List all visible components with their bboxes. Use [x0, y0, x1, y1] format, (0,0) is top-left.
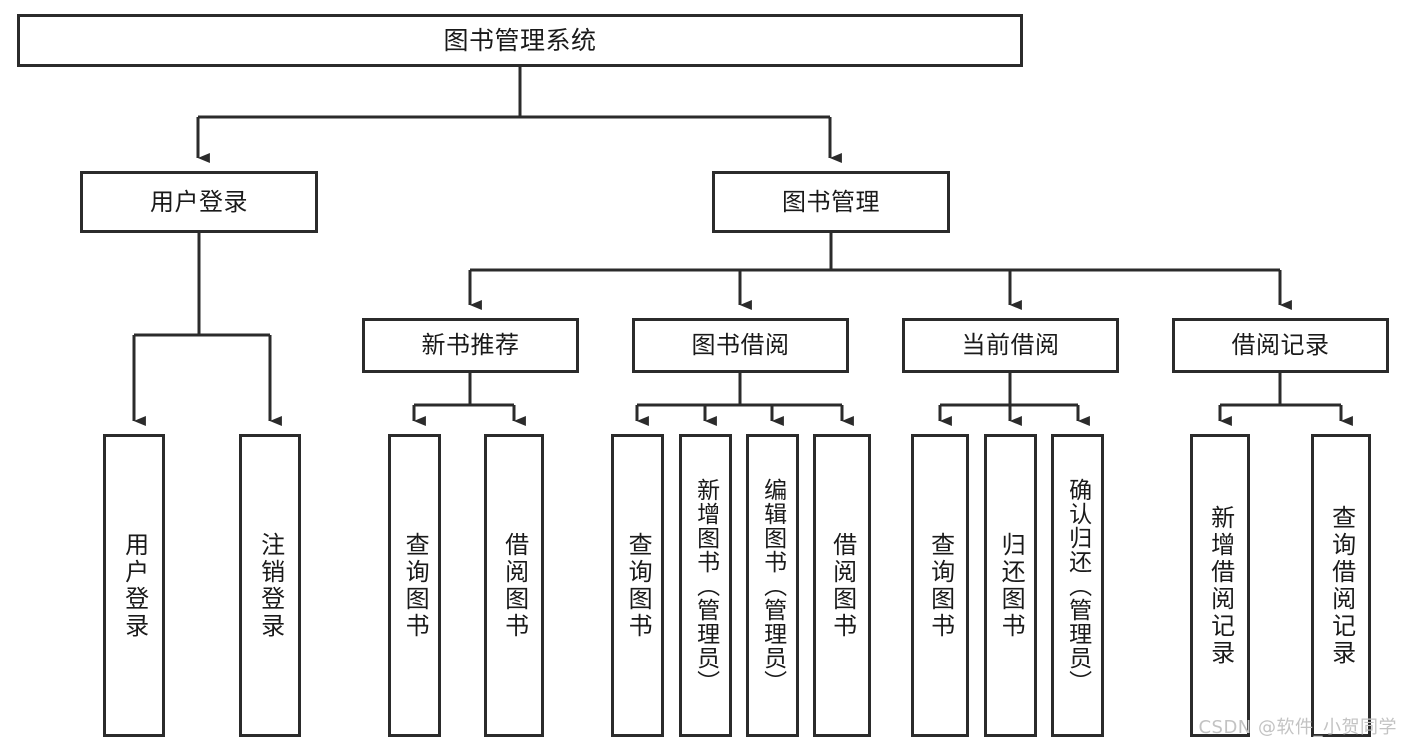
node-current-borrow[interactable]: 当前借阅	[902, 318, 1119, 373]
node-leaf-user-login[interactable]: 用户登录	[103, 434, 165, 737]
node-label: 借阅记录	[1231, 331, 1330, 360]
node-label: 借阅图书	[500, 531, 529, 640]
node-leaf-query-borrow-record[interactable]: 查询借阅记录	[1311, 434, 1371, 737]
node-label: 新增图书（管理员）	[692, 477, 719, 694]
node-label: 图书借阅	[691, 331, 790, 360]
node-label: 借阅图书	[828, 531, 857, 640]
node-label: 注销登录	[256, 531, 285, 640]
node-label: 当前借阅	[961, 331, 1060, 360]
node-book-manage[interactable]: 图书管理	[712, 171, 950, 233]
node-root[interactable]: 图书管理系统	[17, 14, 1023, 67]
node-label: 查询图书	[926, 531, 955, 640]
node-label: 图书管理系统	[443, 25, 597, 55]
node-label: 查询图书	[401, 531, 430, 640]
node-label: 归还图书	[997, 531, 1026, 640]
node-leaf-edit-book-admin[interactable]: 编辑图书（管理员）	[746, 434, 799, 737]
node-borrow-record[interactable]: 借阅记录	[1172, 318, 1389, 373]
node-leaf-return-book[interactable]: 归还图书	[984, 434, 1037, 737]
node-new-book-rec[interactable]: 新书推荐	[362, 318, 579, 373]
node-label: 编辑图书（管理员）	[759, 477, 786, 694]
node-leaf-add-book-admin[interactable]: 新增图书（管理员）	[679, 434, 732, 737]
node-leaf-query-book-3[interactable]: 查询图书	[911, 434, 969, 737]
node-book-borrow[interactable]: 图书借阅	[632, 318, 849, 373]
node-leaf-confirm-return-admin[interactable]: 确认归还（管理员）	[1051, 434, 1104, 737]
node-user-login[interactable]: 用户登录	[80, 171, 318, 233]
node-label: 确认归还（管理员）	[1064, 477, 1091, 694]
node-leaf-query-book-1[interactable]: 查询图书	[388, 434, 441, 737]
node-label: 新增借阅记录	[1206, 504, 1235, 667]
node-label: 查询图书	[624, 531, 653, 640]
node-label: 新书推荐	[421, 331, 520, 360]
node-leaf-logout[interactable]: 注销登录	[239, 434, 301, 737]
node-label: 图书管理	[782, 187, 880, 216]
node-leaf-borrow-book-2[interactable]: 借阅图书	[813, 434, 871, 737]
node-label: 用户登录	[120, 531, 149, 640]
node-leaf-borrow-book-1[interactable]: 借阅图书	[484, 434, 544, 737]
node-leaf-query-book-2[interactable]: 查询图书	[611, 434, 664, 737]
node-label: 用户登录	[150, 187, 248, 216]
csdn-watermark: CSDN @软件_小贺同学	[1198, 717, 1397, 738]
node-leaf-add-borrow-record[interactable]: 新增借阅记录	[1190, 434, 1250, 737]
node-label: 查询借阅记录	[1327, 504, 1356, 667]
